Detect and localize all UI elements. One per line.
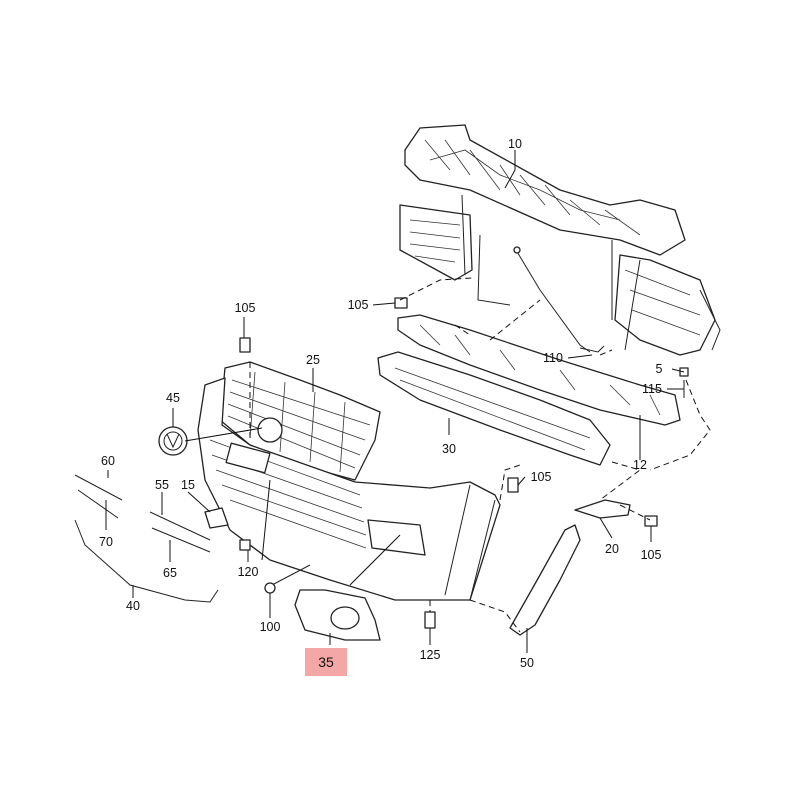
- callout-65: 65: [163, 566, 177, 580]
- callout-115: 115: [642, 382, 662, 396]
- part-trim-strips: [74, 474, 229, 603]
- part-grille: [219, 361, 381, 481]
- highlight-box-35: [305, 648, 347, 676]
- callout-105: 105: [348, 298, 369, 312]
- part-fog-grille: [294, 589, 381, 641]
- callout-70: 70: [99, 535, 113, 549]
- callout-105: 105: [641, 548, 662, 562]
- callout-labels: 10 105 105 25 110 5 115 45 30 12 60 55 1…: [99, 137, 662, 670]
- part-support-rod: [513, 246, 605, 353]
- callout-25: 25: [306, 353, 320, 367]
- callout-120: 120: [238, 565, 259, 579]
- callout-105: 105: [531, 470, 552, 484]
- callout-45: 45: [166, 391, 180, 405]
- part-side-trim: [509, 524, 581, 636]
- callout-55: 55: [155, 478, 169, 492]
- callout-30: 30: [442, 442, 456, 456]
- callout-100: 100: [260, 620, 281, 634]
- part-bracket: [574, 499, 631, 519]
- callout-125: 125: [420, 648, 441, 662]
- callout-12: 12: [633, 458, 647, 472]
- callout-5: 5: [656, 362, 663, 376]
- part-lower-carrier: [397, 314, 681, 426]
- callout-15: 15: [181, 478, 195, 492]
- callout-50: 50: [520, 656, 534, 670]
- callout-105: 105: [235, 301, 256, 315]
- leader-lines: [105, 150, 685, 653]
- callout-110: 110: [543, 351, 563, 365]
- part-inner-panel: [399, 194, 721, 356]
- callout-35: 35: [318, 654, 334, 670]
- part-emblem: [158, 426, 188, 456]
- part-bumper-cover: [197, 377, 501, 601]
- callout-10: 10: [508, 137, 522, 151]
- callout-60: 60: [101, 454, 115, 468]
- dashed-reference-lines: [249, 277, 711, 633]
- callout-20: 20: [605, 542, 619, 556]
- callout-40: 40: [126, 599, 140, 613]
- part-impact-absorber: [377, 351, 611, 466]
